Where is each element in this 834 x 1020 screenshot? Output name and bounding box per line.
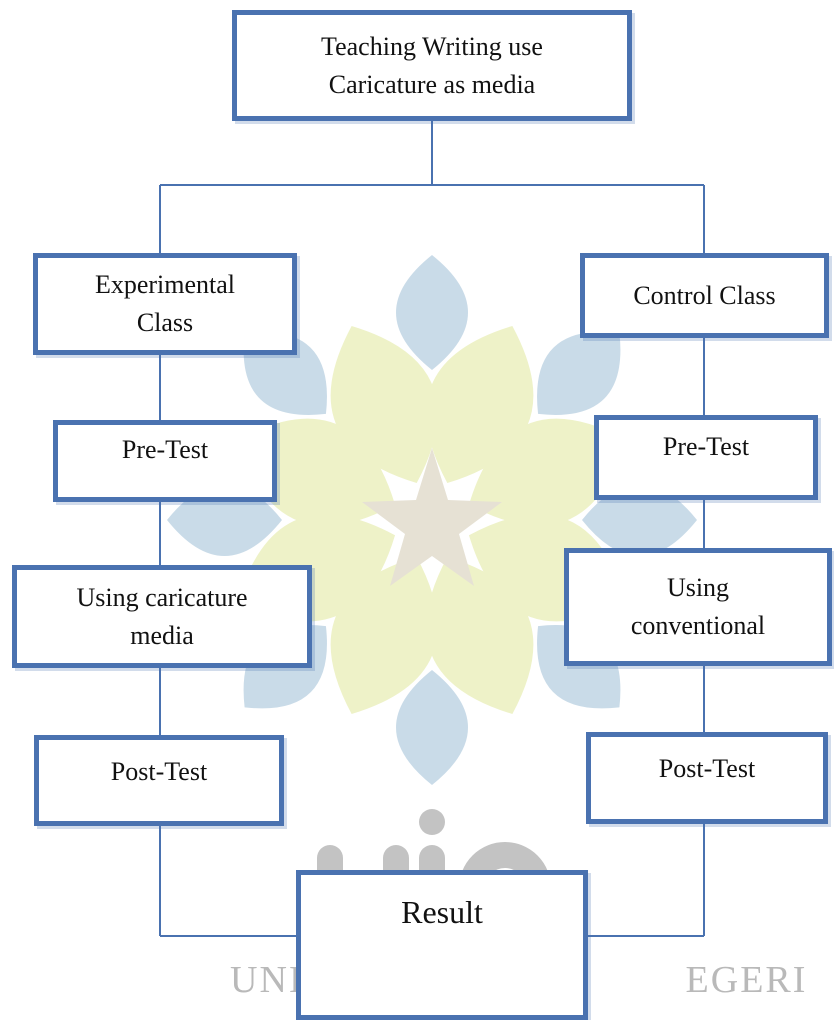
watermark-outer-petal (167, 484, 282, 556)
watermark-caption-right: EGERI (685, 959, 808, 1001)
watermark-dot (419, 809, 445, 835)
watermark-outer-petal (582, 484, 697, 556)
right-treatment-box: Using conventional (564, 548, 832, 666)
watermark-star (362, 448, 502, 586)
watermark-outer-petal (396, 670, 468, 785)
control-class-label: Control Class (633, 280, 776, 310)
left-treatment-box: Using caricature media (12, 565, 312, 668)
watermark-inner-petal (468, 418, 627, 526)
right-pretest-box: Pre-Test (594, 415, 818, 500)
right-posttest-box: Post-Test (586, 732, 828, 824)
right-pretest-label: Pre-Test (662, 431, 750, 461)
right-treatment-label: Using conventional (630, 573, 766, 640)
control-class-box: Control Class (580, 253, 829, 338)
watermark-outer-petal (396, 255, 468, 370)
result-label: Result (401, 894, 483, 930)
right-posttest-label: Post-Test (658, 754, 756, 784)
left-pretest-box: Pre-Test (53, 420, 277, 502)
top-box-label: Teaching Writing use Caricature as media (321, 31, 543, 99)
experimental-class-label: Experimental Class (94, 270, 236, 337)
top-box-teaching-writing: Teaching Writing use Caricature as media (232, 10, 632, 121)
result-box: Result (296, 870, 588, 1020)
watermark-outer-petal (537, 331, 621, 415)
left-posttest-label: Post-Test (110, 756, 208, 786)
watermark-inner-petal (426, 556, 534, 715)
experimental-class-box: Experimental Class (33, 253, 297, 355)
left-pretest-label: Pre-Test (121, 435, 209, 465)
left-treatment-label: Using caricature media (76, 582, 248, 650)
left-posttest-box: Post-Test (34, 735, 284, 826)
watermark-inner-petal (330, 325, 438, 484)
